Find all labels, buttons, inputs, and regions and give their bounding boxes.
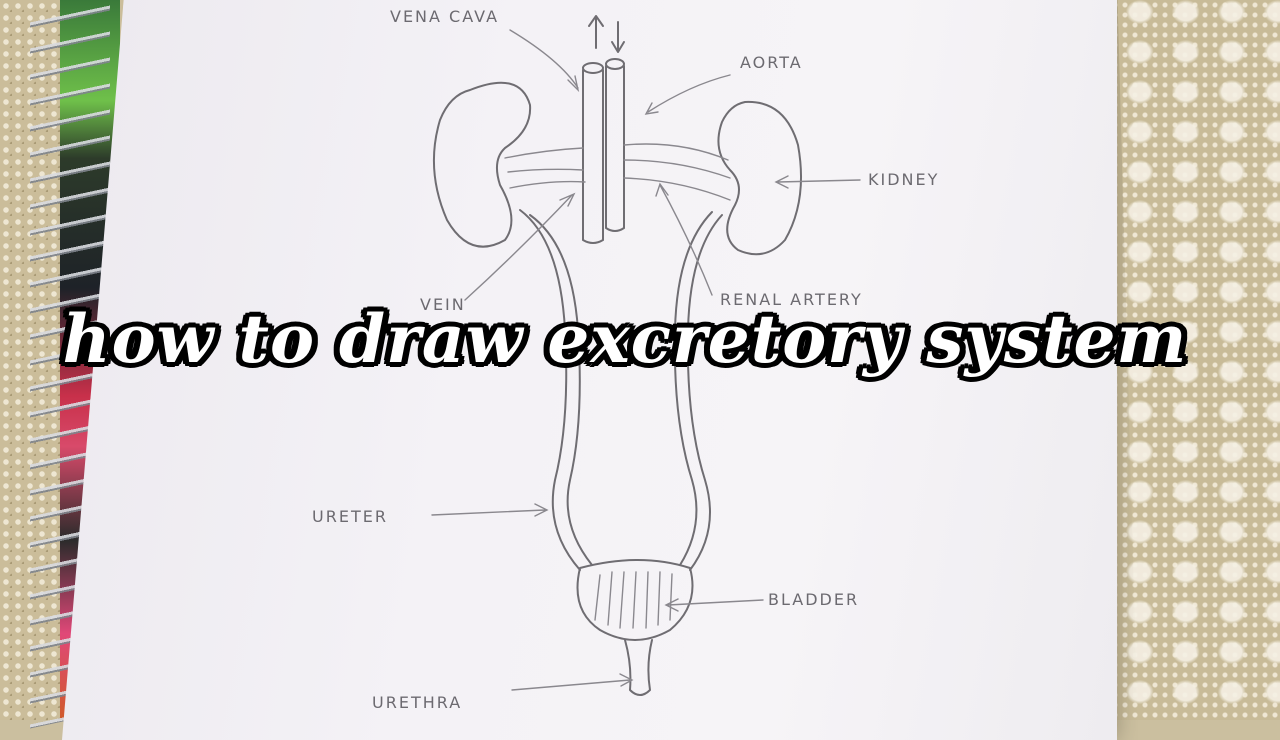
bladder [576, 559, 694, 641]
ureters [519, 209, 723, 571]
label-renal-vein: VEIN [420, 295, 466, 314]
label-vena-cava: VENA CAVA [390, 7, 499, 26]
urethra [624, 639, 653, 696]
aorta [605, 58, 625, 232]
label-ureter: URETER [312, 507, 388, 526]
label-urethra: URETHRA [372, 693, 462, 712]
renal-vessels [504, 143, 731, 201]
label-aorta: AORTA [740, 53, 803, 72]
label-kidney: KIDNEY [868, 170, 939, 189]
excretory-system-drawing: VENA CAVA AORTA KIDNEY RENAL ARTERY VEIN… [312, 7, 939, 712]
paper-sheet [62, 0, 1117, 740]
left-kidney [432, 81, 532, 248]
flow-arrows [588, 15, 625, 53]
video-title-overlay: how to draw excretory system [61, 299, 1188, 380]
vena-cava [582, 62, 604, 244]
pointer-arrows [431, 29, 861, 691]
label-renal-artery: RENAL ARTERY [720, 290, 863, 309]
right-kidney [717, 100, 803, 256]
label-bladder: BLADDER [768, 590, 859, 609]
